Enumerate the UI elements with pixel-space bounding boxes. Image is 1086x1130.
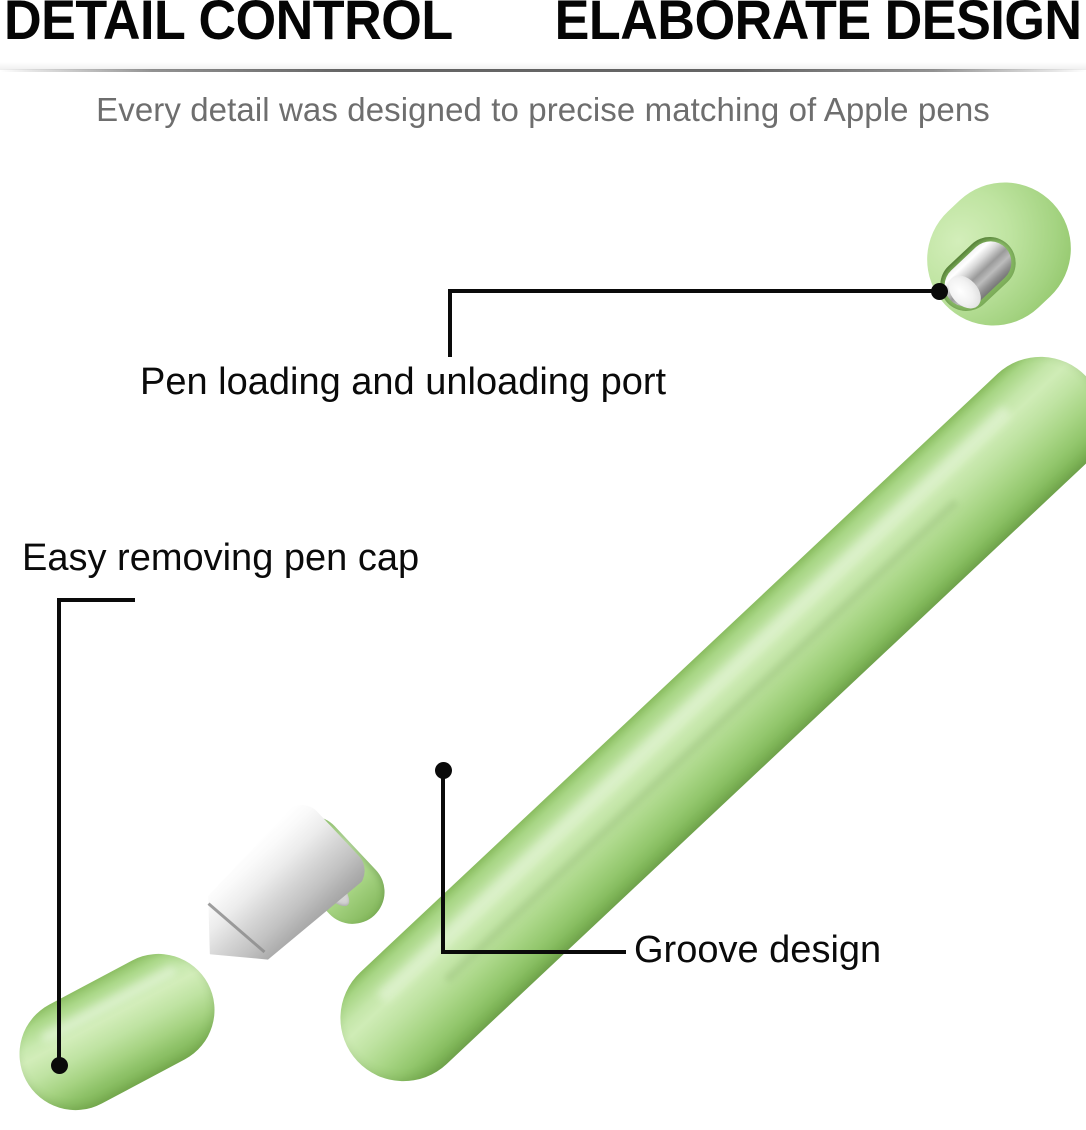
headline-right: ELABORATE DESIGN xyxy=(555,0,1082,51)
leader-line-port-vertical xyxy=(448,291,452,357)
leader-dot-groove xyxy=(435,762,452,779)
headline-left: DETAIL CONTROL xyxy=(4,0,453,51)
header-band: DETAIL CONTROL ELABORATE DESIGN xyxy=(0,0,1086,62)
leader-line-groove-horizontal xyxy=(441,950,626,954)
callout-label-groove: Groove design xyxy=(634,929,882,971)
leader-line-cap-horizontal xyxy=(57,598,135,602)
header-divider-glow xyxy=(0,62,1086,70)
leader-line-groove-vertical xyxy=(441,770,445,954)
leader-dot-cap xyxy=(51,1057,68,1074)
callout-label-port: Pen loading and unloading port xyxy=(140,361,667,403)
header-titles: DETAIL CONTROL ELABORATE DESIGN xyxy=(0,0,1086,52)
groove-shading xyxy=(441,496,962,986)
leader-line-cap-vertical xyxy=(57,598,61,1066)
header-subtitle: Every detail was designed to precise mat… xyxy=(96,91,990,128)
pen-barrel xyxy=(314,330,1086,1108)
detached-pen-cap xyxy=(0,934,235,1130)
header-divider xyxy=(0,69,1086,72)
callout-label-cap: Easy removing pen cap xyxy=(22,537,420,579)
leader-line-port-horizontal xyxy=(448,289,942,293)
leader-dot-port xyxy=(931,283,948,300)
